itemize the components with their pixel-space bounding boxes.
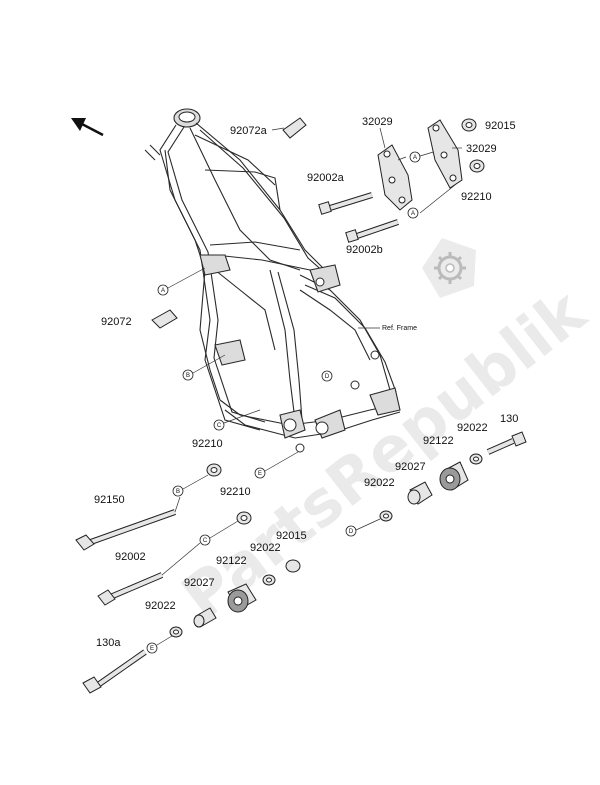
label-92027-right: 92027	[395, 461, 426, 473]
label-92022-right: 92022	[364, 477, 395, 489]
rubber-92122-mid	[227, 583, 257, 613]
label-92072a: 92072a	[230, 125, 268, 137]
label-92022-left: 92022	[145, 600, 176, 612]
nut-92210-right	[469, 159, 485, 173]
bolt-92002a	[318, 192, 373, 215]
washer-92022-right	[355, 510, 393, 531]
label-92022-mid: 92022	[250, 542, 281, 554]
bracket-32029-top	[377, 144, 413, 211]
label-92015-top: 92015	[485, 120, 516, 132]
label-92002a: 92002a	[307, 172, 345, 184]
label-92022-far: 92022	[457, 422, 488, 434]
gear-icon	[422, 238, 476, 298]
label-92072: 92072	[101, 316, 132, 328]
label-92122-mid: 92122	[216, 555, 247, 567]
label-32029-mid: 32029	[466, 143, 497, 155]
svg-text:C: C	[217, 423, 222, 429]
clip-92072	[151, 309, 178, 329]
collar-92210-mid	[236, 511, 252, 525]
sleeve-92027-mid	[193, 607, 217, 628]
svg-text:Ref. Frame: Ref. Frame	[382, 325, 417, 332]
washer-92022-left	[169, 626, 183, 638]
bracket-32029-mid	[427, 119, 463, 189]
nut-92015-top	[461, 118, 477, 132]
label-92122-right: 92122	[423, 435, 454, 447]
arrow-up-left-icon	[71, 118, 104, 137]
bolt-92150	[75, 474, 209, 551]
part-labels: 92072a 32029 92015 32029 92002a 92210 92…	[94, 116, 518, 649]
label-92027-mid: 92027	[184, 577, 215, 589]
label-32029-top: 32029	[362, 116, 393, 128]
label-130a: 130a	[96, 637, 121, 649]
motorcycle-frame	[144, 108, 401, 453]
callout-markers: A A A B B C C D D E E	[146, 149, 441, 654]
label-92210-mid: 92210	[220, 486, 251, 498]
washer-92022-far	[469, 453, 483, 465]
label-92150: 92150	[94, 494, 125, 506]
svg-text:E: E	[150, 646, 154, 652]
label-130: 130	[500, 413, 518, 425]
label-92002b: 92002b	[346, 244, 383, 256]
collar-92015-mid	[285, 559, 301, 573]
svg-text:C: C	[203, 538, 208, 544]
svg-text:E: E	[258, 471, 262, 477]
ref-frame-label: Ref. Frame	[358, 325, 417, 332]
svg-text:B: B	[176, 489, 180, 495]
rubber-92122-right	[439, 461, 469, 491]
washer-92022-mid	[262, 574, 276, 586]
svg-text:A: A	[161, 288, 165, 294]
label-92210-left: 92210	[192, 438, 223, 450]
label-92210-right: 92210	[461, 191, 492, 203]
bolt-92002b	[345, 219, 399, 243]
bolt-130	[486, 431, 527, 455]
svg-text:D: D	[325, 374, 330, 380]
bolt-130a	[82, 635, 173, 694]
label-92015-mid: 92015	[276, 530, 307, 542]
sleeve-92027-right	[407, 481, 433, 505]
collar-92210-left	[206, 463, 222, 477]
clip-92072a	[282, 117, 307, 139]
svg-text:A: A	[413, 155, 417, 161]
svg-text:B: B	[186, 373, 190, 379]
svg-text:D: D	[349, 529, 354, 535]
bolt-92002	[97, 520, 239, 606]
label-92002: 92002	[115, 551, 146, 563]
svg-text:A: A	[411, 211, 415, 217]
